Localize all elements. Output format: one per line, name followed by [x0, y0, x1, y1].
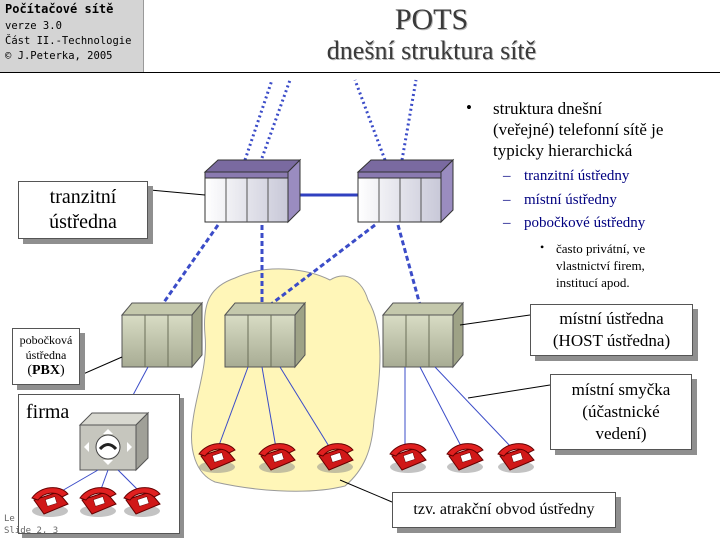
label-line: pobočková [19, 333, 73, 347]
footer-line: Le [4, 514, 15, 524]
sub-bullet: pobočkové ústředny [524, 215, 646, 231]
pbx-abbrev: PBX [32, 363, 60, 378]
trunk-link [160, 224, 220, 306]
title-divider [0, 72, 720, 73]
label-line: ústředna [25, 348, 67, 362]
subscriber-line [217, 366, 249, 449]
sub-bullet: místní ústředny [524, 192, 617, 208]
paren-close: ) [60, 363, 65, 378]
subscriber-line [261, 366, 277, 449]
local-loop-label: místní smyčka (účastnické vedení) [550, 374, 692, 450]
subscriber-line [434, 366, 513, 449]
course-version: verze 3.0 [5, 20, 62, 32]
uplink-dotted [260, 79, 292, 159]
course-copyright: © J.Peterka, 2005 [5, 50, 113, 62]
label-line: (PBX) [13, 363, 79, 378]
firm-label: firma [26, 401, 70, 423]
telephone-icon [316, 443, 354, 473]
telephone-icon [123, 487, 161, 517]
course-part: Část II.-Technologie [5, 35, 132, 47]
slide-title: POTS [394, 3, 469, 36]
pbx-label: pobočková ústředna (PBX) [12, 328, 80, 385]
telephone-icon [198, 443, 236, 473]
bullet-dot: • [466, 98, 472, 117]
local-exchange [223, 301, 307, 369]
sub-bullet: tranzitní ústředny [524, 168, 630, 184]
slide-subtitle: dnešní struktura sítě [326, 36, 537, 65]
sub-sub-bullet: často privátní, ve vlastnictví firem, in… [556, 240, 645, 291]
dash-mark: – [503, 215, 511, 231]
transit-exchange [356, 158, 455, 224]
dash-mark: – [503, 192, 511, 208]
dash-mark: – [503, 168, 511, 184]
uplink-dotted [400, 79, 418, 161]
telephone-icon [389, 443, 427, 473]
local-exchange [381, 301, 465, 369]
pbx-device [78, 411, 150, 472]
label-line: místní smyčka [571, 380, 671, 399]
label-line: ústředna [49, 211, 117, 233]
subscriber-line [279, 366, 331, 449]
transit-exchange [203, 158, 302, 224]
subscriber-line [419, 366, 463, 449]
uplink-dotted [243, 79, 274, 161]
label-line: tranzitní [49, 186, 117, 208]
telephone-icon [79, 487, 117, 517]
sub-sub-line: vlastnictví firem, [556, 258, 645, 273]
local-exchange [120, 301, 204, 369]
trunk-link [269, 223, 376, 307]
telephone-icon [31, 487, 69, 517]
label-line: vedení) [595, 424, 647, 443]
transit-exchange-label: tranzitní ústředna [18, 181, 148, 239]
paren-open: ( [27, 363, 32, 378]
local-exchange-label: místní ústředna (HOST ústředna) [530, 304, 693, 356]
label-line: místní ústředna [559, 309, 664, 328]
sub-sub-line: institucí apod. [556, 275, 630, 290]
course-title: Počítačové sítě [5, 2, 114, 16]
footer-line: Slide 2, 3 [4, 526, 59, 536]
telephone-icon [497, 443, 535, 473]
course-header: Počítačové sítě verze 3.0 Část II.-Techn… [0, 0, 144, 73]
uplink-dotted [353, 79, 387, 161]
bullet-dot-small: • [540, 240, 545, 254]
bullet-main-line: struktura dnešní [493, 99, 603, 118]
bullet-main: struktura dnešní (veřejné) telefonní sít… [493, 98, 663, 161]
bullet-main-line: (veřejné) telefonní sítě je [493, 120, 664, 139]
label-line: (HOST ústředna) [552, 331, 671, 350]
label-line: (účastnické [582, 402, 660, 421]
sub-sub-line: často privátní, ve [556, 241, 646, 256]
bullet-main-line: typicky hierarchická [493, 141, 633, 160]
trunk-link [396, 224, 422, 306]
attraction-circuit-label: tzv. atrakční obvod ústředny [392, 492, 616, 528]
telephone-icon [446, 443, 484, 473]
telephone-icon [258, 443, 296, 473]
